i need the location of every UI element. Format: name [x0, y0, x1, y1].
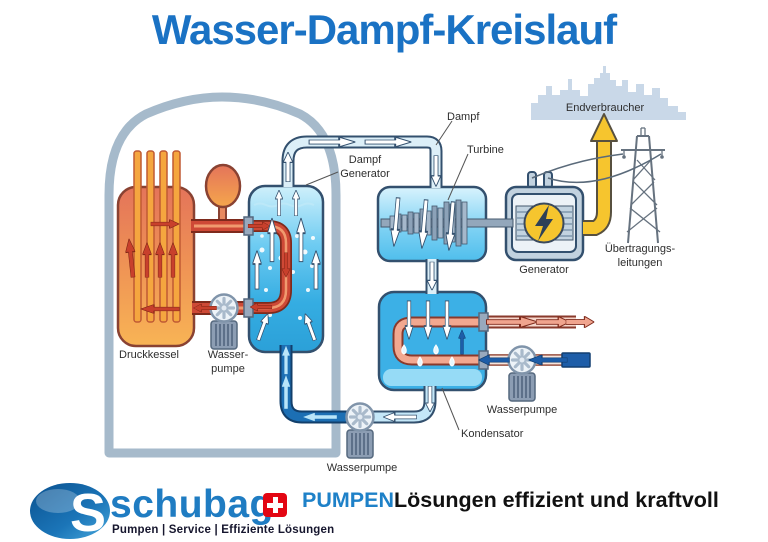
label-steam: Dampf — [447, 111, 480, 123]
label-druckkessel: Druckkessel — [119, 349, 179, 361]
electricity-arrow — [583, 113, 618, 236]
power-lines — [531, 153, 662, 184]
page-title: Wasser-Dampf-Kreislauf — [151, 6, 617, 53]
label-transmission-1: Übertragungs- — [605, 243, 676, 255]
label-condenser: Kondensator — [461, 428, 524, 440]
condenser-cooling-coil — [392, 316, 484, 366]
city-skyline — [531, 66, 686, 120]
label-steam-generator-1: Dampf — [349, 154, 382, 166]
druckkessel-vessel — [116, 185, 196, 348]
logo-tagline: Pumpen | Service | Effiziente Lösungen — [112, 524, 335, 536]
swiss-flag-icon — [263, 493, 287, 517]
label-cooling-pump: Wasserpumpe — [487, 404, 558, 416]
power-plant-diagram: Endverbraucher — [104, 66, 686, 474]
label-turbine: Turbine — [467, 144, 504, 156]
fuel-rods — [133, 150, 181, 323]
pressurizer — [204, 163, 242, 222]
label-transmission-2: leitungen — [618, 257, 663, 269]
label-primary-pump-1: Wasser- — [208, 349, 249, 361]
generator-lightning-icon — [535, 205, 553, 241]
primary-pump — [208, 292, 240, 351]
slogan-highlight: PUMPEN — [302, 488, 394, 512]
label-steam-generator-2: Generator — [340, 168, 390, 180]
label-feed-pump: Wasserpumpe — [327, 462, 398, 474]
transmission-tower — [621, 127, 665, 244]
slogan-rest: Lösungen effizient und kraftvoll — [393, 488, 719, 512]
logo-globe — [30, 483, 110, 539]
cooling-pump — [506, 344, 538, 403]
logo-text: schubag — [110, 483, 274, 526]
label-generator: Generator — [519, 264, 569, 276]
footer-logo-mark: S — [30, 483, 110, 542]
feedwater-pump — [344, 401, 376, 460]
condenser-droplets — [401, 344, 455, 367]
label-end-consumer: Endverbraucher — [566, 102, 645, 114]
logo-swoosh: S — [70, 483, 106, 542]
label-primary-pump-2: pumpe — [211, 363, 245, 375]
slogan: PUMPENLösungen effizient und kraftvoll — [302, 488, 719, 513]
leader-lines — [305, 120, 469, 431]
generator-stator — [515, 202, 574, 244]
